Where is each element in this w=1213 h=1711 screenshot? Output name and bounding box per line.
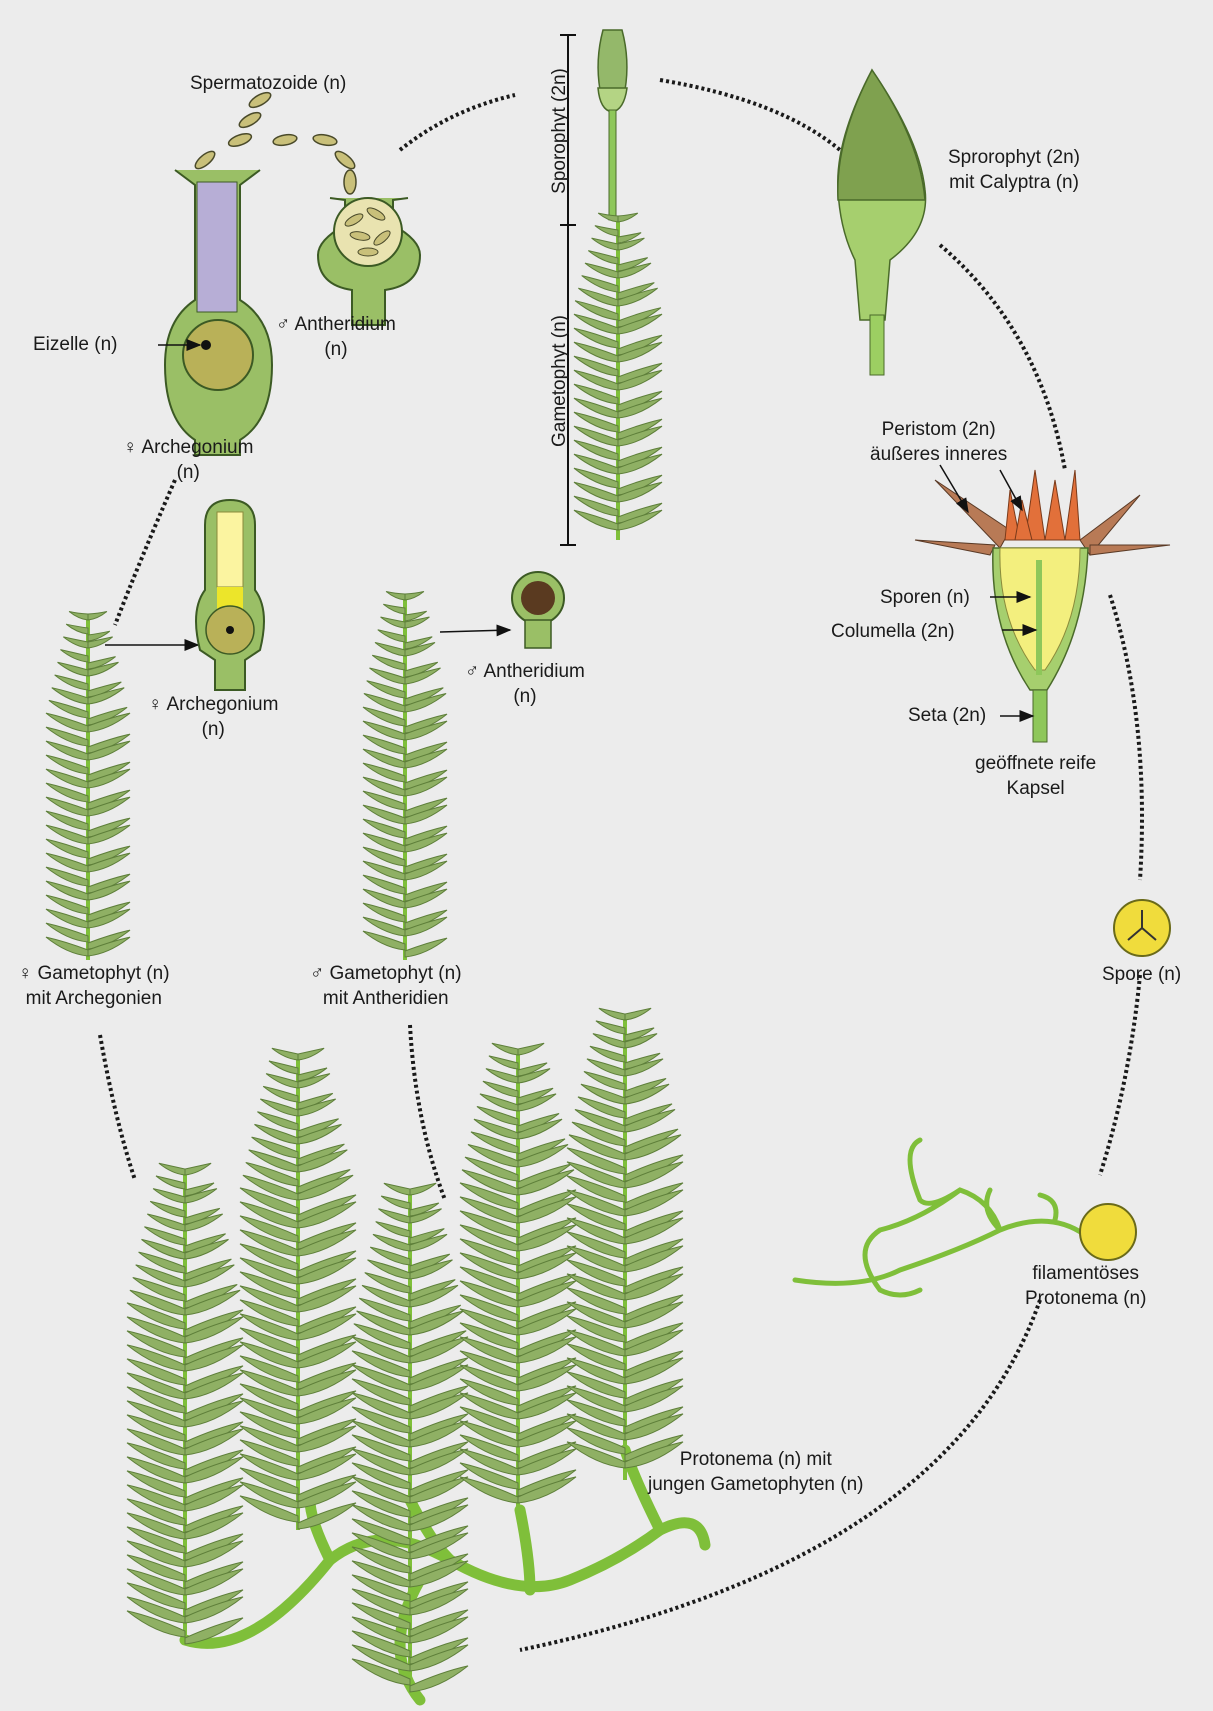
label-antheridium-mid: ♂ Antheridium(n) [465,660,585,709]
antheridium-small [512,572,564,648]
label-filamentoes-protonema: filamentösesProtonema (n) [1025,1262,1146,1311]
archegonium-small [196,500,264,690]
label-sporen: Sporen (n) [880,586,970,611]
moss-plant-female [46,611,130,960]
label-sporophyt-calyptra: Sprorophyt (2n)mit Calyptra (n) [948,146,1080,195]
label-archegonium-mid: ♀ Archegonium(n) [148,693,278,742]
label-antheridium-top: ♂ Antheridium(n) [276,313,396,362]
label-protonema-gametophyten: Protonema (n) mitjungen Gametophyten (n) [648,1448,863,1497]
label-male-gametophyt: ♂ Gametophyt (n)mit Antheridien [310,962,462,1011]
label-gametophyt-vertical: Gametophyt (n) [549,301,571,461]
label-eizelle: Eizelle (n) [33,333,117,358]
moss-plant-sporophyte-base [574,213,662,540]
label-spermatozoide: Spermatozoide (n) [190,72,346,97]
label-columella: Columella (2n) [831,620,955,645]
sporophyte-with-calyptra [838,70,926,375]
label-kapsel: geöffnete reifeKapsel [975,752,1096,801]
archegonium-large [165,170,272,455]
label-spore: Spore (n) [1102,963,1181,988]
label-sporophyt-vertical: Sporophyt (2n) [549,61,571,201]
moss-plant-ground-1 [127,1163,243,1645]
label-seta: Seta (2n) [908,704,986,729]
antheridium-large [318,198,420,325]
label-female-gametophyt: ♀ Gametophyt (n)mit Archegonien [18,962,170,1011]
moss-plant-ground-5 [567,1008,683,1480]
moss-plants [46,213,683,1692]
moss-plant-ground-4 [460,1043,576,1510]
label-peristom: Peristom (2n)äußeres inneres [870,418,1007,467]
moss-plant-male [363,591,447,960]
moss-plant-ground-3 [352,1183,468,1692]
spore-cell [1114,900,1170,956]
moss-plant-ground-2 [240,1048,356,1530]
label-archegonium-top: ♀ Archegonium(n) [123,436,253,485]
